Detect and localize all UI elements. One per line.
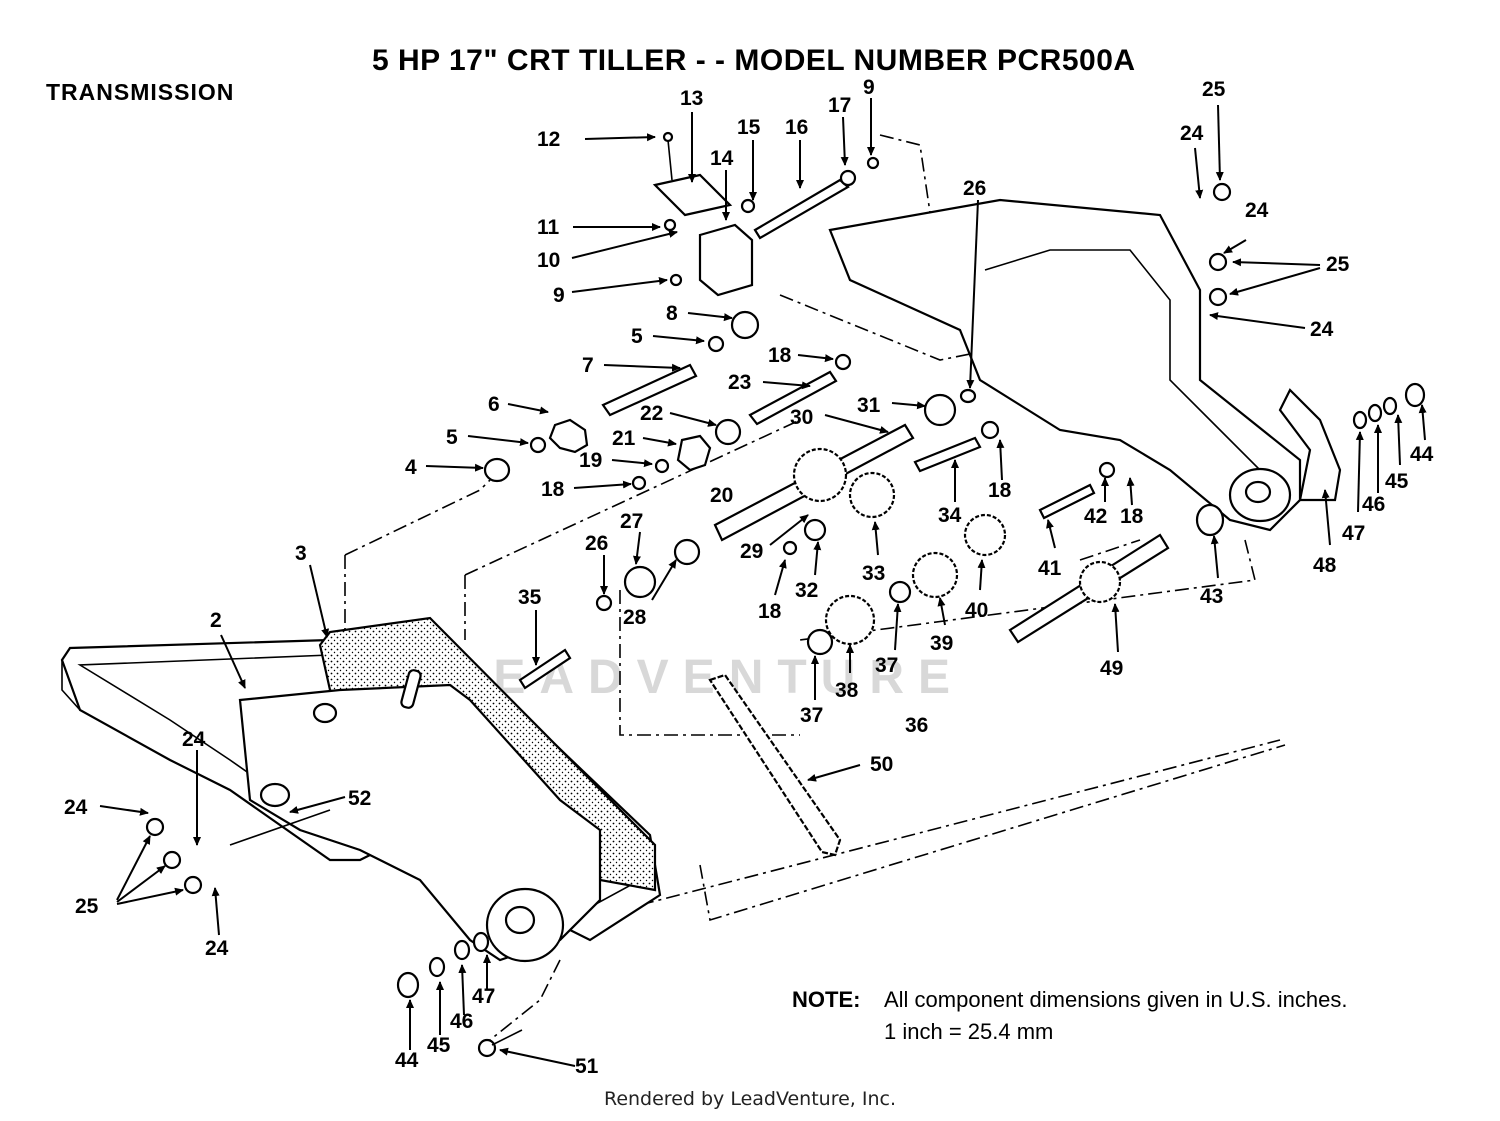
callout-37: 37 <box>800 704 823 727</box>
leader-lines <box>99 98 1427 1067</box>
callout-26: 26 <box>585 532 608 555</box>
callout-18: 18 <box>541 478 565 501</box>
callout-47: 47 <box>472 985 495 1008</box>
callout-4: 4 <box>405 456 417 479</box>
callout-52: 52 <box>348 787 371 810</box>
callout-32: 32 <box>795 579 818 602</box>
callout-24: 24 <box>205 937 229 960</box>
drive-chain <box>708 673 842 857</box>
callout-43: 43 <box>1200 585 1223 608</box>
callout-24: 24 <box>64 796 88 819</box>
note-text-2: 1 inch = 25.4 mm <box>884 1019 1054 1044</box>
callout-9: 9 <box>863 76 875 99</box>
callout-42: 42 <box>1084 505 1107 528</box>
callout-25: 25 <box>1326 253 1350 276</box>
bottom-hardware <box>396 931 523 1058</box>
callout-25: 25 <box>1202 78 1226 101</box>
note-text-1: All component dimensions given in U.S. i… <box>884 987 1348 1012</box>
callout-47: 47 <box>1342 522 1365 545</box>
callout-14: 14 <box>710 147 734 170</box>
callout-9: 9 <box>553 284 565 307</box>
callout-51: 51 <box>575 1055 599 1078</box>
callout-29: 29 <box>740 540 763 563</box>
callout-41: 41 <box>1038 557 1062 580</box>
callout-40: 40 <box>965 599 988 622</box>
callout-46: 46 <box>450 1010 473 1033</box>
callout-15: 15 <box>737 116 761 139</box>
callout-34: 34 <box>938 504 962 527</box>
callout-16: 16 <box>785 116 808 139</box>
callout-8: 8 <box>666 302 678 325</box>
callout-45: 45 <box>427 1034 451 1057</box>
callout-28: 28 <box>623 606 647 629</box>
callout-37: 37 <box>875 654 898 677</box>
callout-27: 27 <box>620 510 643 533</box>
callout-20: 20 <box>710 484 733 507</box>
callout-18: 18 <box>988 479 1012 502</box>
left-hardware <box>145 809 331 895</box>
callout-44: 44 <box>395 1049 419 1072</box>
callout-12: 12 <box>537 128 560 151</box>
callouts: 2 3 4 5 5 6 7 8 9 9 10 11 12 13 14 15 16… <box>64 76 1434 1078</box>
callout-5: 5 <box>446 426 458 449</box>
callout-33: 33 <box>862 562 885 585</box>
callout-45: 45 <box>1385 470 1409 493</box>
callout-17: 17 <box>828 94 851 117</box>
callout-38: 38 <box>835 679 859 702</box>
callout-24: 24 <box>1180 122 1204 145</box>
callout-11: 11 <box>537 216 560 239</box>
callout-31: 31 <box>857 394 881 417</box>
callout-30: 30 <box>790 406 813 429</box>
callout-3: 3 <box>295 542 307 565</box>
callout-18: 18 <box>768 344 792 367</box>
callout-18: 18 <box>758 600 782 623</box>
right-chain-case <box>828 198 1342 532</box>
callout-35: 35 <box>518 586 542 609</box>
callout-48: 48 <box>1313 554 1337 577</box>
transmission-internals <box>483 310 1225 690</box>
callout-5: 5 <box>631 325 643 348</box>
callout-49: 49 <box>1100 657 1123 680</box>
callout-2: 2 <box>210 609 222 632</box>
note-line-1: NOTE: All component dimensions given in U… <box>792 984 1347 1016</box>
footer-credit: Rendered by LeadVenture, Inc. <box>603 1088 897 1110</box>
callout-6: 6 <box>488 393 500 416</box>
callout-44: 44 <box>1410 443 1434 466</box>
callout-46: 46 <box>1362 493 1385 516</box>
callout-7: 7 <box>582 354 594 377</box>
callout-13: 13 <box>680 87 703 110</box>
callout-24: 24 <box>1310 318 1334 341</box>
note-block: NOTE: All component dimensions given in U… <box>792 984 1347 1048</box>
callout-25: 25 <box>75 895 99 918</box>
callout-39: 39 <box>930 632 953 655</box>
callout-24: 24 <box>182 728 206 751</box>
right-hardware <box>1208 182 1426 430</box>
callout-10: 10 <box>537 249 560 272</box>
note-label: NOTE: <box>792 987 861 1012</box>
callout-19: 19 <box>579 449 602 472</box>
callout-21: 21 <box>612 427 636 450</box>
callout-24: 24 <box>1245 199 1269 222</box>
left-side-plate <box>238 669 602 963</box>
diagram-title: 5 HP 17" CRT TILLER - - MODEL NUMBER PCR… <box>372 44 1136 77</box>
callout-36: 36 <box>905 714 928 737</box>
section-label: TRANSMISSION <box>46 79 235 105</box>
callout-50: 50 <box>870 753 893 776</box>
callout-18: 18 <box>1120 505 1144 528</box>
shift-assembly <box>652 131 880 297</box>
callout-23: 23 <box>728 371 751 394</box>
callout-26: 26 <box>963 177 986 200</box>
callout-22: 22 <box>640 402 663 425</box>
